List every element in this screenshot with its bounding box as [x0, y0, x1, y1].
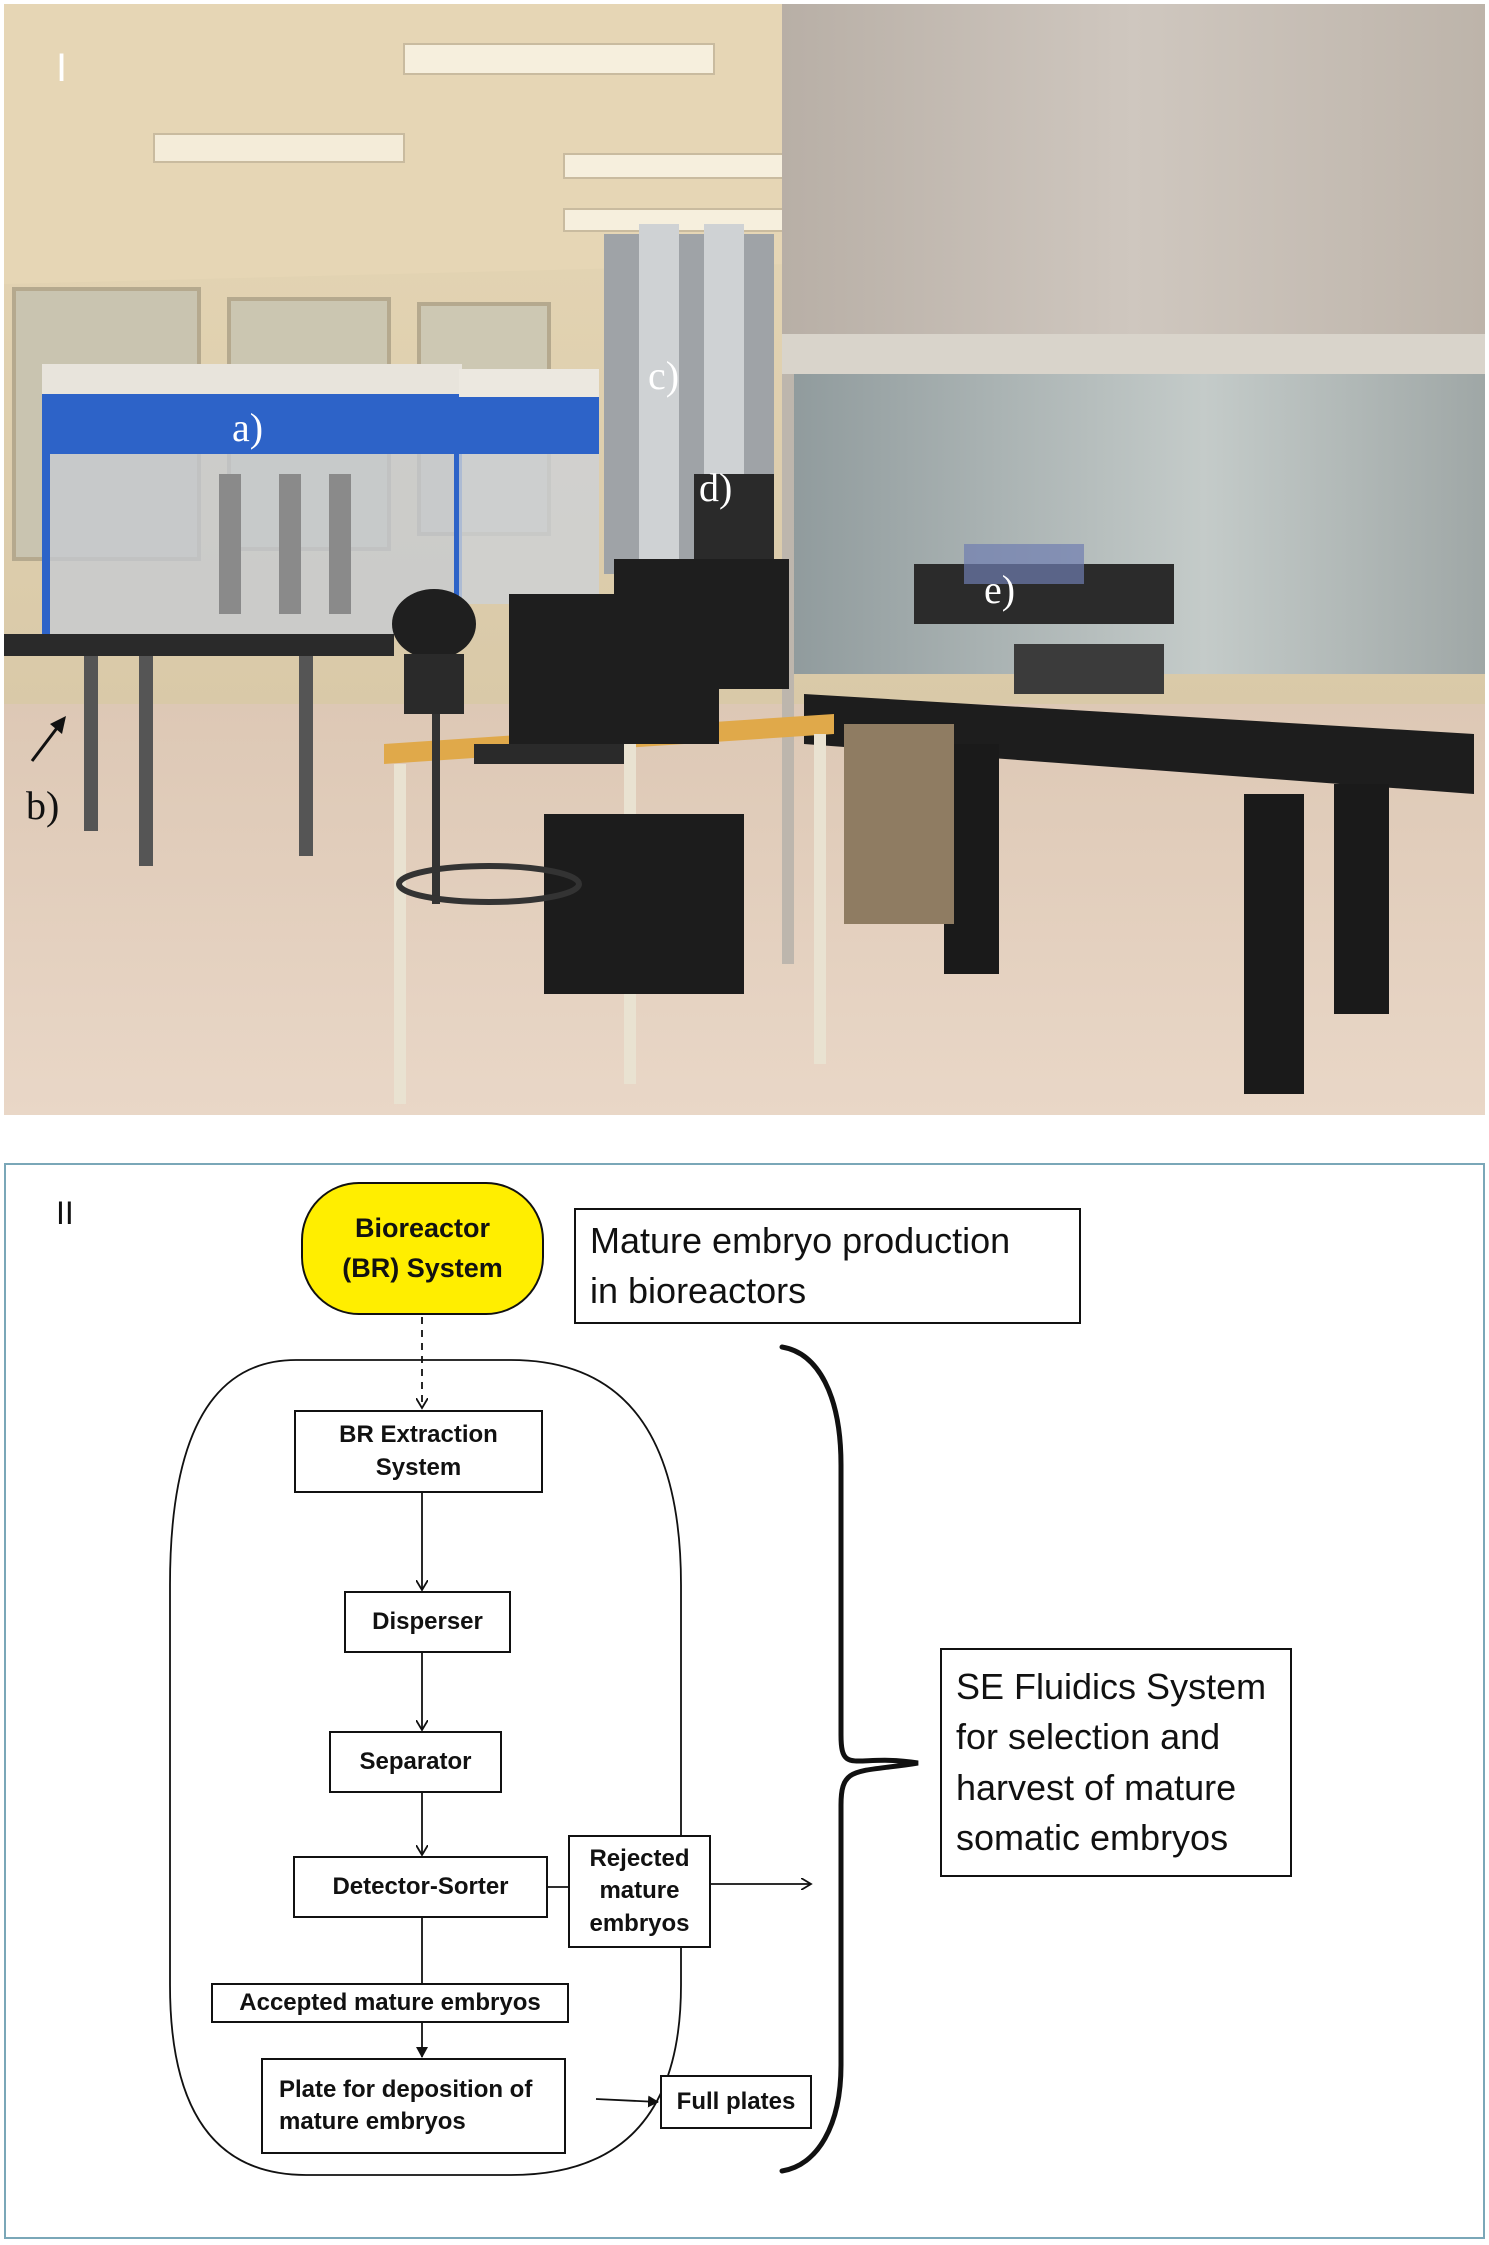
bioreactor-line1: Bioreactor [354, 1213, 491, 1244]
rejected-line3: embryos [589, 1909, 690, 1937]
note-top-line1: Mature embryo production [590, 1219, 1011, 1261]
note-side-line3: harvest of mature [956, 1766, 1237, 1808]
extraction-line2: System [375, 1453, 462, 1481]
bioreactor-line2: (BR) System [342, 1252, 503, 1283]
rejected-line1: Rejected [589, 1844, 690, 1872]
diagram-connectors [169, 1317, 919, 2176]
plate-deposition-node: Plate for deposition of mature embryos [261, 2058, 566, 2154]
separator-node: Separator [329, 1731, 502, 1793]
tag-a-fume-hood: a) [232, 405, 264, 450]
tag-e-sorter: e) [984, 567, 1016, 612]
lab-photo-illustration [4, 4, 1485, 1115]
arrow-plate-to-full-plates [595, 2095, 659, 2108]
note-se-fluidics-system: SE Fluidics System for selection and har… [940, 1648, 1292, 1877]
extraction-line1: BR Extraction [339, 1421, 498, 1449]
full-plates-node: Full plates [660, 2075, 812, 2129]
plate-line2: mature embryos [279, 2108, 466, 2135]
panel-label-photo: I [56, 46, 68, 90]
curly-brace [779, 1344, 919, 2174]
rejected-line2: mature [599, 1877, 680, 1905]
note-side-line2: for selection and [956, 1716, 1221, 1758]
detector-sorter-node: Detector-Sorter [293, 1856, 548, 1918]
lab-photo-panel: I a) b) c) d) e) [4, 4, 1485, 1115]
tag-c-bioreactor-rack: c) [648, 353, 680, 398]
flow-diagram-panel: II Bioreactor [4, 1163, 1485, 2239]
rejected-embryos-node: Rejected mature embryos [568, 1835, 711, 1948]
panel-label-diagram: II [56, 1195, 74, 1231]
tag-b-table: b) [26, 783, 60, 828]
note-side-line4: somatic embryos [956, 1816, 1229, 1858]
br-extraction-node: BR Extraction System [294, 1410, 543, 1493]
disperser-node: Disperser [344, 1591, 511, 1653]
plate-line1: Plate for deposition of [279, 2075, 533, 2103]
tag-d-fluidics: d) [699, 465, 733, 510]
accepted-embryos-node: Accepted mature embryos [211, 1983, 569, 2023]
note-mature-embryo-production: Mature embryo production in bioreactors [574, 1208, 1081, 1324]
fluidics-enclosure [169, 1359, 682, 2176]
note-top-line2: in bioreactors [590, 1270, 807, 1311]
bioreactor-system-node: Bioreactor (BR) System [301, 1182, 544, 1315]
note-side-line1: SE Fluidics System [956, 1665, 1267, 1707]
